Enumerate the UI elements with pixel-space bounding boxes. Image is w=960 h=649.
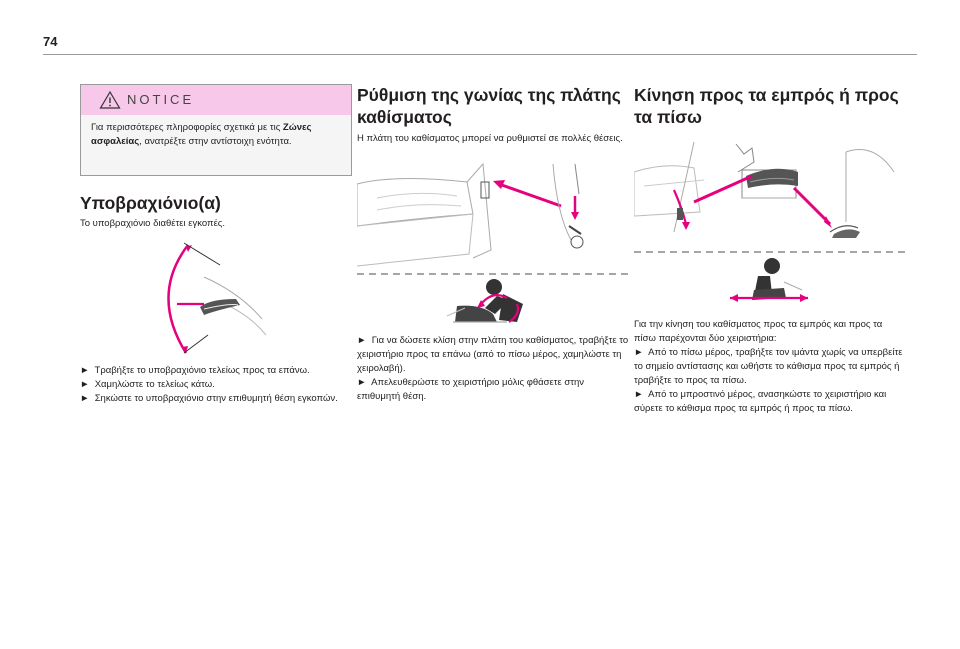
armrest-heading: Υποβραχιόνιο(α) [80,193,221,213]
notice-title: NOTICE [127,92,195,107]
top-rule [43,54,917,55]
backrest-heading: Ρύθμιση της γωνίας της πλάτης καθίσματος [357,85,621,127]
fore-aft-steps: ► Από το πίσω μέρος, τραβήξτε τον ιμάντα… [634,346,906,416]
column-armrest: NOTICE Για περισσότερες πληροφορίες σχετ… [80,84,352,406]
armrest-intro: Το υποβραχιόνιο διαθέτει εγκοπές. [80,218,226,229]
notice-box: NOTICE Για περισσότερες πληροφορίες σχετ… [80,84,352,176]
page-number: 74 [43,34,58,49]
notice-header: NOTICE [81,85,351,115]
backrest-step-2: ► Απελευθερώστε το χειριστήριο μόλις φθά… [357,377,584,402]
fore-aft-illustration [633,132,906,304]
armrest-steps: ► Τραβήξτε το υποβραχιόνιο τελείως προς … [80,364,352,406]
notice-text: Για περισσότερες πληροφορίες σχετικά με … [91,122,312,147]
fore-aft-heading: Κίνηση προς τα εμπρός ή προς τα πίσω [634,85,899,127]
column-backrest: Ρύθμιση της γωνίας της πλάτης καθίσματος… [356,84,629,404]
warning-icon [99,90,121,109]
armrest-illustration [80,235,352,360]
backrest-intro: Η πλάτη του καθίσματος μπορεί να ρυθμιστ… [357,133,623,144]
armrest-step-1: ► Τραβήξτε το υποβραχιόνιο τελείως προς … [80,365,310,376]
fore-aft-step-1: ► Από το πίσω μέρος, τραβήξτε τον ιμάντα… [634,347,903,386]
fore-aft-step-2: ► Από το μπροστινό μέρος, ανασηκώστε το … [634,389,887,414]
fore-aft-intro: Για την κίνηση του καθίσματος προς τα εμ… [634,319,883,344]
backrest-steps: ► Για να δώσετε κλίση στην πλάτη του καθ… [357,334,629,404]
notice-bold-link: Ζώνες ασφαλείας [91,122,312,147]
backrest-step-1: ► Για να δώσετε κλίση στην πλάτη του καθ… [357,335,629,374]
armrest-step-2: ► Χαμηλώστε το τελείως κάτω. [80,379,215,390]
backrest-illustration [356,154,629,326]
column-fore-aft: Κίνηση προς τα εμπρός ή προς τα πίσω [633,84,906,416]
armrest-step-3: ► Σηκώστε το υποβραχιόνιο στην επιθυμητή… [80,393,338,404]
